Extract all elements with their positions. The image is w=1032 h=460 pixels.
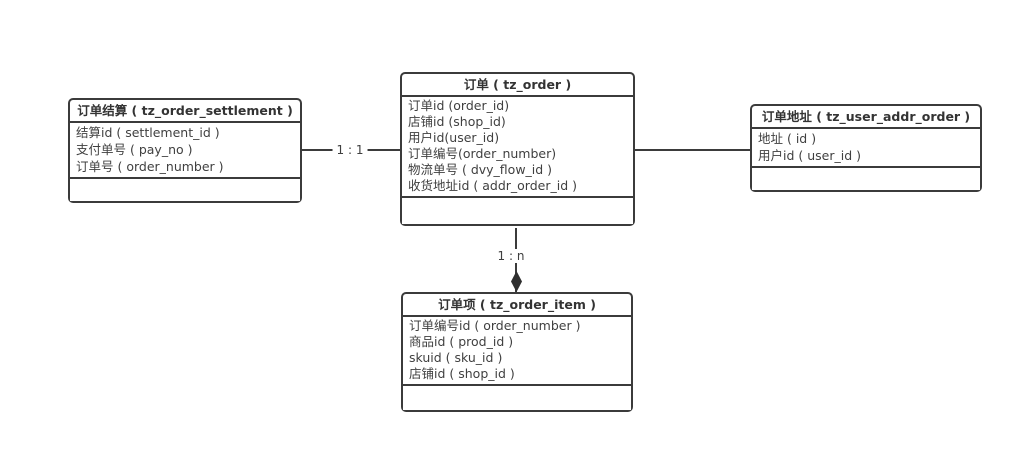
entity-fields: 地址 ( id ) 用户id ( user_id ) xyxy=(752,129,980,168)
entity-title: 订单 ( tz_order ) xyxy=(402,74,633,97)
entity-user-addr-order[interactable]: 订单地址 ( tz_user_addr_order ) 地址 ( id ) 用户… xyxy=(750,104,982,192)
field: 店铺id (shop_id) xyxy=(408,114,506,129)
field: 订单编号id ( order_number ) xyxy=(409,318,581,333)
field: 订单id (order_id) xyxy=(408,98,510,113)
entity-empty-section xyxy=(70,179,300,201)
entity-title: 订单项 ( tz_order_item ) xyxy=(403,294,631,317)
field: 支付单号 ( pay_no ) xyxy=(76,142,193,157)
field: 物流单号 ( dvy_flow_id ) xyxy=(408,162,553,177)
connector-label-one-to-n: 1 : n xyxy=(493,249,529,263)
connector-order-addr[interactable] xyxy=(635,149,750,151)
field: skuid ( sku_id ) xyxy=(409,350,503,365)
entity-fields: 结算id ( settlement_id ) 支付单号 ( pay_no ) 订… xyxy=(70,123,300,179)
entity-empty-section xyxy=(403,386,631,410)
field: 结算id ( settlement_id ) xyxy=(76,125,220,140)
diamond-arrow-icon xyxy=(511,271,522,292)
entity-order[interactable]: 订单 ( tz_order ) 订单id (order_id) 店铺id (sh… xyxy=(400,72,635,226)
entity-order-item[interactable]: 订单项 ( tz_order_item ) 订单编号id ( order_num… xyxy=(401,292,633,412)
connector-label-one-to-one: 1 : 1 xyxy=(332,143,368,157)
field: 商品id ( prod_id ) xyxy=(409,334,514,349)
entity-fields: 订单编号id ( order_number ) 商品id ( prod_id )… xyxy=(403,317,631,386)
entity-empty-section xyxy=(402,198,633,224)
entity-title: 订单地址 ( tz_user_addr_order ) xyxy=(752,106,980,129)
field: 收货地址id ( addr_order_id ) xyxy=(408,178,577,193)
field: 订单编号(order_number) xyxy=(408,146,557,161)
entity-title: 订单结算 ( tz_order_settlement ) xyxy=(70,100,300,123)
entity-fields: 订单id (order_id) 店铺id (shop_id) 用户id(user… xyxy=(402,97,633,198)
entity-empty-section xyxy=(752,168,980,190)
field: 订单号 ( order_number ) xyxy=(76,159,224,174)
field: 地址 ( id ) xyxy=(758,131,817,146)
entity-order-settlement[interactable]: 订单结算 ( tz_order_settlement ) 结算id ( sett… xyxy=(68,98,302,203)
field: 用户id(user_id) xyxy=(408,130,500,145)
field: 店铺id ( shop_id ) xyxy=(409,366,515,381)
field: 用户id ( user_id ) xyxy=(758,148,862,163)
